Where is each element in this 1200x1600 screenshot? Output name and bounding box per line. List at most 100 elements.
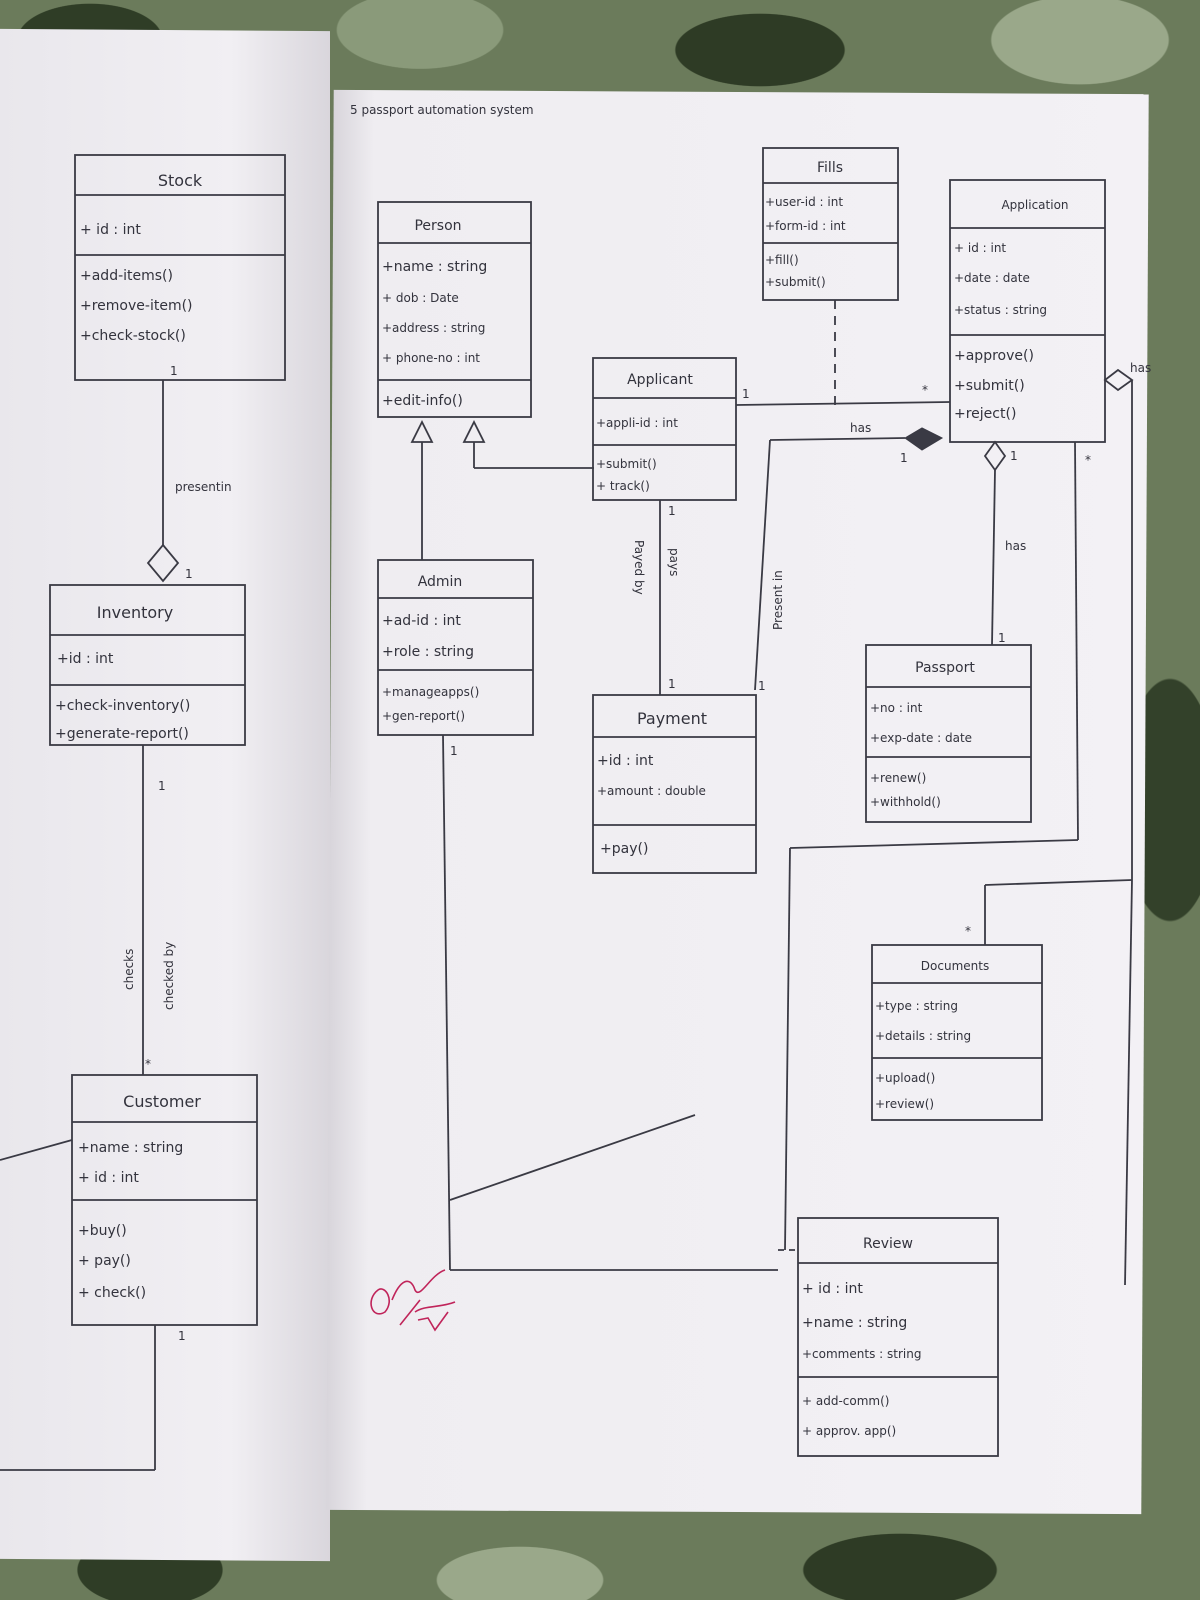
class-inventory-name: Inventory (97, 603, 173, 622)
class-review-op: + approv. app() (802, 1424, 896, 1438)
class-application-name: Application (1001, 198, 1068, 212)
class-review-name: Review (863, 1236, 913, 1252)
multiplicity: * (922, 383, 928, 397)
class-admin-name: Admin (418, 574, 463, 590)
class-documents-op: +upload() (875, 1071, 935, 1085)
class-person-attr: +name : string (382, 259, 487, 275)
class-admin-op: +manageapps() (382, 685, 479, 699)
class-person-op: +edit-info() (382, 393, 463, 409)
multiplicity: * (965, 924, 971, 938)
class-application-attr: +status : string (954, 303, 1047, 317)
class-application-attr: +date : date (954, 271, 1030, 285)
class-review-op: + add-comm() (802, 1394, 889, 1408)
label-pays: pays (667, 548, 681, 576)
class-stock-attr: + id : int (80, 222, 141, 238)
class-admin-attr: +role : string (382, 644, 474, 660)
class-admin-attr: +ad-id : int (382, 613, 461, 629)
class-passport: Passport +no : int +exp-date : date +ren… (865, 644, 1032, 823)
aggregation-diamond-icon (983, 440, 1007, 472)
class-customer-op: +buy() (78, 1223, 127, 1239)
class-inventory-op: +generate-report() (55, 726, 189, 742)
class-admin: Admin +ad-id : int +role : string +manag… (377, 559, 534, 736)
multiplicity: 1 (1010, 449, 1018, 463)
class-person-name: Person (414, 218, 461, 234)
label-has: has (1005, 539, 1026, 553)
class-review-attr: + id : int (802, 1281, 863, 1297)
class-passport-attr: +exp-date : date (870, 731, 972, 745)
class-passport-attr: +no : int (870, 701, 923, 715)
class-documents-attr: +details : string (875, 1029, 971, 1043)
class-customer-op: + check() (78, 1285, 146, 1301)
multiplicity: 1 (758, 679, 766, 693)
class-stock-op: +remove-item() (80, 298, 193, 314)
multiplicity: 1 (158, 779, 166, 793)
class-payment: Payment +id : int +amount : double +pay(… (592, 694, 757, 874)
class-documents: Documents +type : string +details : stri… (871, 944, 1043, 1121)
class-person-attr: + dob : Date (382, 291, 459, 305)
label-checked-by: checked by (162, 942, 176, 1010)
class-documents-attr: +type : string (875, 999, 958, 1013)
label-has: has (850, 421, 871, 435)
class-stock-op: +check-stock() (80, 328, 186, 344)
class-person: Person +name : string + dob : Date +addr… (377, 201, 532, 418)
class-application-op: +submit() (954, 378, 1025, 394)
label-present-in: Present in (771, 570, 785, 630)
inheritance-arrow-icon (410, 419, 434, 443)
class-payment-attr: +id : int (597, 753, 654, 769)
composition-diamond-icon (904, 427, 944, 451)
class-application-op: +approve() (954, 348, 1034, 364)
class-customer: Customer +name : string + id : int +buy(… (71, 1074, 258, 1326)
class-applicant-op: +submit() (596, 457, 657, 471)
class-documents-op: +review() (875, 1097, 934, 1111)
teacher-signature (370, 1269, 456, 1332)
label-payed-by: Payed by (632, 540, 646, 595)
class-customer-name: Customer (123, 1092, 201, 1111)
class-applicant-attr: +appli-id : int (596, 416, 678, 430)
class-inventory: Inventory +id : int +check-inventory() +… (49, 584, 246, 746)
class-person-attr: + phone-no : int (382, 351, 480, 365)
class-fills: Fills +user-id : int +form-id : int +fil… (762, 147, 899, 301)
class-payment-op: +pay() (600, 841, 648, 857)
label-presentin: presentin (175, 480, 232, 494)
class-fills-op: +submit() (765, 275, 826, 289)
multiplicity: 1 (450, 744, 458, 758)
multiplicity: 1 (185, 567, 193, 581)
class-payment-attr: +amount : double (597, 784, 706, 798)
class-payment-name: Payment (637, 709, 707, 728)
class-review-attr: +name : string (802, 1315, 907, 1331)
aggregation-diamond-icon (146, 543, 180, 583)
diagram-title: 5 passport automation system (350, 103, 534, 117)
multiplicity: 1 (178, 1329, 186, 1343)
class-application: Application + id : int +date : date +sta… (949, 179, 1106, 443)
class-fills-attr: +form-id : int (765, 219, 846, 233)
class-fills-name: Fills (817, 160, 843, 176)
label-has: has (1130, 361, 1151, 375)
class-passport-op: +withhold() (870, 795, 941, 809)
class-stock-op: +add-items() (80, 268, 173, 284)
class-stock: Stock + id : int +add-items() +remove-it… (74, 154, 286, 381)
class-inventory-op: +check-inventory() (55, 698, 190, 714)
class-application-attr: + id : int (954, 241, 1006, 255)
class-applicant: Applicant +appli-id : int +submit() + tr… (592, 357, 737, 501)
class-customer-op: + pay() (78, 1253, 131, 1269)
class-fills-op: +fill() (765, 253, 799, 267)
inheritance-arrow-icon (462, 419, 486, 443)
multiplicity: 1 (170, 364, 178, 378)
multiplicity: 1 (900, 451, 908, 465)
class-person-attr: +address : string (382, 321, 485, 335)
class-fills-attr: +user-id : int (765, 195, 843, 209)
class-application-op: +reject() (954, 406, 1016, 422)
aggregation-diamond-icon (1103, 368, 1134, 392)
class-passport-op: +renew() (870, 771, 926, 785)
class-review: Review + id : int +name : string +commen… (797, 1217, 999, 1457)
multiplicity: * (145, 1057, 151, 1071)
class-customer-attr: + id : int (78, 1170, 139, 1186)
multiplicity: 1 (668, 677, 676, 691)
class-admin-op: +gen-report() (382, 709, 465, 723)
class-inventory-attr: +id : int (57, 651, 114, 667)
multiplicity: 1 (742, 387, 750, 401)
class-documents-name: Documents (921, 959, 989, 973)
class-stock-name: Stock (158, 171, 203, 190)
multiplicity: * (1085, 453, 1091, 467)
